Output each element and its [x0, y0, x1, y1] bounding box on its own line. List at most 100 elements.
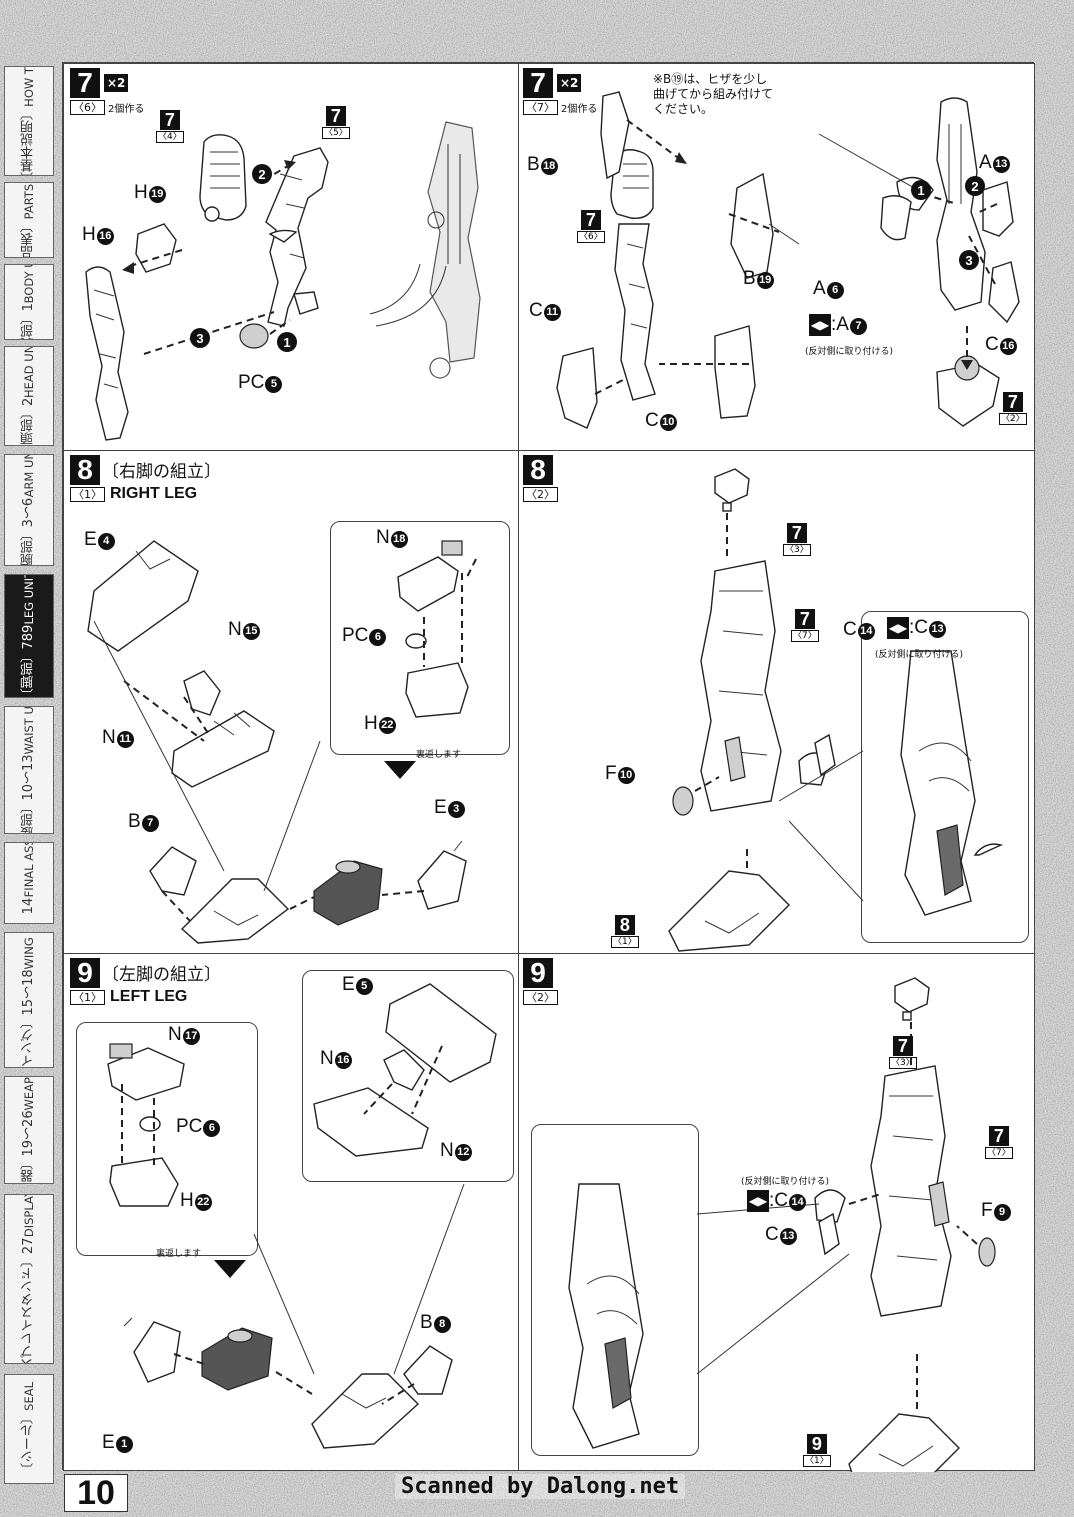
order-3: 3 — [190, 328, 210, 348]
scan-credit: Scanned by Dalong.net — [395, 1474, 686, 1499]
ref-number: 7 — [325, 106, 346, 126]
step-number: 7 — [70, 67, 100, 98]
tab-label-en: WEAPONS — [22, 1076, 36, 1111]
ref-7-4: 7 〈4〉 — [156, 110, 184, 143]
flip-note: 裏返します — [156, 1249, 202, 1259]
tab-label-jp: 〔頭部〕2 — [21, 397, 36, 446]
ref-7-6: 7 〈6〉 — [577, 210, 605, 243]
inset-box — [76, 1022, 258, 1256]
ref-7-3: 7 〈3〉 — [783, 523, 811, 556]
step-header: 9 — [523, 957, 553, 988]
tab-label-en: HOW TO — [22, 66, 36, 107]
tab-label-jp: 〔腰部〕10～13 — [21, 754, 36, 834]
swap-note: (反対側に取り付ける) — [741, 1177, 830, 1187]
diagram-9-1 — [107, 983, 497, 1449]
step-number: 8 — [523, 454, 553, 485]
tab-how-to[interactable]: 〔基本説明〕HOW TO — [4, 66, 54, 176]
step-number: 8 — [70, 454, 100, 485]
make-two-note: 2個作る — [561, 104, 598, 115]
step-title-en: LEFT LEG — [110, 988, 188, 1005]
tab-label-en: HEAD UNIT — [22, 346, 36, 398]
substep-label: 〈2〉 — [523, 990, 558, 1005]
tab-label-jp: 〔脚部〕789 — [21, 624, 36, 698]
panel-step-8-1: 8 〔右脚の組立〕 〈1〉 RIGHT LEG — [63, 450, 519, 954]
diagram-9-2 — [568, 977, 996, 1472]
tab-parts-list[interactable]: 〔部品表〕PARTS LIST — [4, 182, 54, 258]
diagram-8-1 — [87, 540, 477, 944]
ref-7-2: 7 〈2〉 — [999, 392, 1027, 425]
step-title-jp: 〔右脚の組立〕 — [102, 462, 221, 482]
step-header: 9 — [70, 957, 100, 988]
ref-number: 8 — [614, 915, 635, 935]
ref-sub: 〈3〉 — [783, 544, 811, 556]
step-header: 7 ×2 — [523, 67, 583, 98]
tab-seal[interactable]: 〔シール〕SEAL — [4, 1374, 54, 1484]
substep-label: 〈2〉 — [523, 487, 558, 502]
tab-display-stand[interactable]: 〔ディスプレイスタンド〕27DISPLAY STAND — [4, 1194, 54, 1364]
swap-icon: ◀▶ — [747, 1190, 769, 1212]
tab-label-jp: 〔シール〕 — [21, 1410, 36, 1476]
tab-label-jp: 〔ディスプレイスタンド〕27 — [21, 1237, 36, 1364]
step-sub-row: 〈2〉 — [523, 990, 558, 1005]
tab-label-en: BODY UNIT — [22, 264, 36, 304]
step-sub-row: 〈2〉 — [523, 487, 558, 502]
substep-label: 〈7〉 — [523, 100, 558, 115]
panel-step-9-1: 9 〔左脚の組立〕 〈1〉 LEFT LEG — [63, 953, 519, 1471]
tab-label-en: WING UNIT — [22, 932, 36, 970]
flip-arrow-icon — [384, 761, 416, 779]
flip-arrow-icon — [214, 1260, 246, 1278]
diagram-7-7 — [556, 91, 1020, 429]
diagram-8-2 — [668, 468, 1004, 952]
step-sub-row: 〈1〉 — [70, 487, 105, 502]
flip-note: 裏返します — [416, 750, 462, 760]
ref-7-3: 7 〈3〉 — [889, 1036, 917, 1069]
inset-box — [330, 521, 510, 755]
step-header: 7 ×2 — [70, 67, 130, 98]
tab-label-en: ARM UNIT — [22, 454, 36, 498]
substep-label: 〈1〉 — [70, 990, 105, 1005]
ref-sub: 〈2〉 — [999, 413, 1027, 425]
step-number: 9 — [523, 957, 553, 988]
ref-number: 9 — [806, 1434, 827, 1454]
ref-sub: 〈7〉 — [791, 630, 819, 642]
multiplier-badge: ×2 — [103, 73, 130, 93]
ref-number: 7 — [580, 210, 601, 230]
panel-step-7-6: 7 ×2 〈6〉 2個作る — [63, 63, 519, 451]
step-header: 8 — [70, 454, 100, 485]
detail-inset — [861, 611, 1029, 943]
ref-sub: 〈4〉 — [156, 131, 184, 143]
tab-label-jp: 〔ウイング〕15～18 — [21, 969, 36, 1068]
ref-number: 7 — [1002, 392, 1023, 412]
tab-label-en: SEAL — [22, 1382, 36, 1411]
tab-label-jp: 〔基本説明〕 — [21, 106, 36, 176]
multiplier-badge: ×2 — [556, 73, 583, 93]
diagram-7-6 — [85, 121, 481, 441]
substep-label: 〈1〉 — [70, 487, 105, 502]
tab-final-assemble[interactable]: 〔完成〕14FINAL ASSEMBLE — [4, 842, 54, 924]
ref-number: 7 — [786, 523, 807, 543]
